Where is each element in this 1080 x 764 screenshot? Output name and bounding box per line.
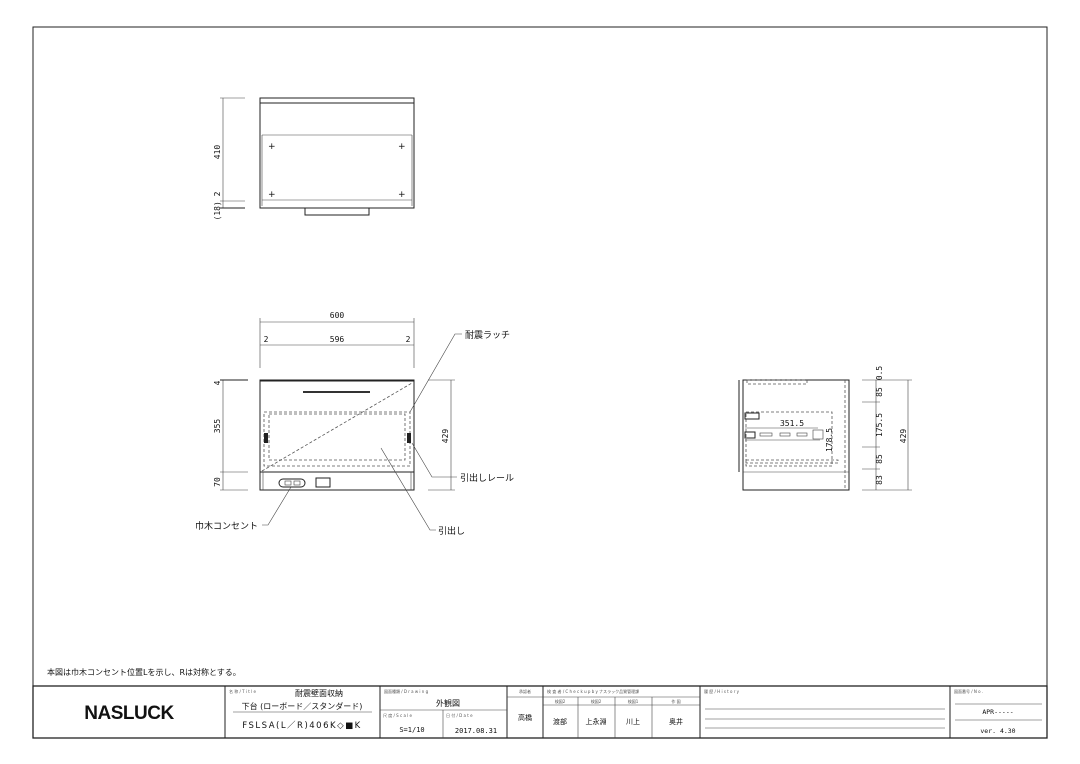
- callout-latch: 耐震ラッチ: [465, 329, 510, 341]
- checker-name-3: 川上: [626, 717, 640, 726]
- svg-text:+: +: [268, 190, 276, 200]
- date-label: 日 付 / D a t e: [446, 712, 473, 718]
- drawing-type: 外観図: [436, 698, 460, 708]
- callout-drawer: 引出し: [438, 525, 465, 537]
- number-label: 図面番号 / N o .: [954, 688, 983, 694]
- dim-top: 4: [213, 380, 222, 385]
- checker-name-4: 奥井: [669, 717, 683, 726]
- top-view: + + + + 410 (18) 2: [213, 97, 415, 220]
- title-block: NASLUCK 名 称 / T i t l e 耐震壁面収納 下台 (ローボード…: [32, 685, 1048, 739]
- title-label: 名 称 / T i t l e: [229, 688, 256, 694]
- checker-role-2: 検図2: [591, 698, 602, 704]
- svg-text:NASLUCK: NASLUCK: [84, 703, 174, 724]
- dim-right-3: 85: [875, 454, 884, 464]
- check-label: 検 査 者 / C h e c k u p b y ナスラック品質管理課: [547, 688, 639, 694]
- dim-plinth: 70: [213, 477, 222, 487]
- side-dim-height: 429: [899, 429, 908, 444]
- title-main: 耐震壁面収納: [295, 688, 343, 698]
- dim-right-4: 83: [875, 475, 884, 485]
- sheet-border: [32, 26, 1048, 739]
- checker-name-2: 上永淵: [586, 717, 607, 726]
- checker-role-1: 検図2: [555, 698, 566, 704]
- checker-role-4: 作 図: [671, 698, 680, 704]
- checker-name-1: 渡部: [553, 717, 567, 726]
- callout-rail: 引出しレール: [460, 472, 514, 484]
- dim-total-width: 600: [330, 311, 345, 320]
- nasluck-logo: NASLUCK: [84, 703, 175, 724]
- callout-outlet: 巾木コンセント: [195, 520, 258, 532]
- svg-text:+: +: [268, 142, 276, 152]
- history-label: 履 歴 / H i s t o r y: [704, 688, 740, 694]
- dim-height: 429: [441, 429, 450, 444]
- scale: S=1/10: [399, 726, 424, 734]
- dim-left: 2: [264, 335, 269, 344]
- front-view: 600 2 596 2 4 355 70 429 耐震ラッチ 引出しレール: [195, 311, 514, 537]
- svg-text:+: +: [398, 142, 406, 152]
- date: 2017.08.31: [455, 727, 497, 735]
- dim-right-1: 85: [875, 387, 884, 397]
- dim-right-2: 175.5: [875, 413, 884, 437]
- title-sub: 下台 (ローボード／スタンダード): [242, 701, 363, 711]
- version: ver. 4.30: [980, 727, 1015, 735]
- drawing-label: 図面種類 / D r a w i n g: [384, 688, 429, 694]
- dim-small: (18) 2: [213, 191, 222, 220]
- dim-inner: 596: [330, 335, 345, 344]
- dim-right: 2: [406, 335, 411, 344]
- drawing-note: 本図は巾木コンセント位置Lを示し、Rは対称とする。: [47, 667, 241, 677]
- drawing-number: APR-----: [982, 708, 1013, 716]
- approver-label: 承認者: [519, 688, 531, 694]
- dim-drawer-height: 178.5: [825, 428, 834, 452]
- scale-label: 尺 度 / S c a l e: [383, 712, 413, 718]
- checker-role-3: 検図1: [628, 698, 639, 704]
- dim-body: 355: [213, 419, 222, 434]
- model-number: FSLSA(L／R)406K◇■K: [242, 721, 361, 731]
- dim-depth: 410: [213, 145, 222, 160]
- approver: 高橋: [518, 713, 532, 722]
- side-view: 351.5 178.5 0.5 85 175.5 85 83 429: [738, 366, 912, 491]
- svg-text:+: +: [398, 190, 406, 200]
- dim-right-0: 0.5: [875, 366, 884, 381]
- dim-rail-length: 351.5: [780, 419, 804, 428]
